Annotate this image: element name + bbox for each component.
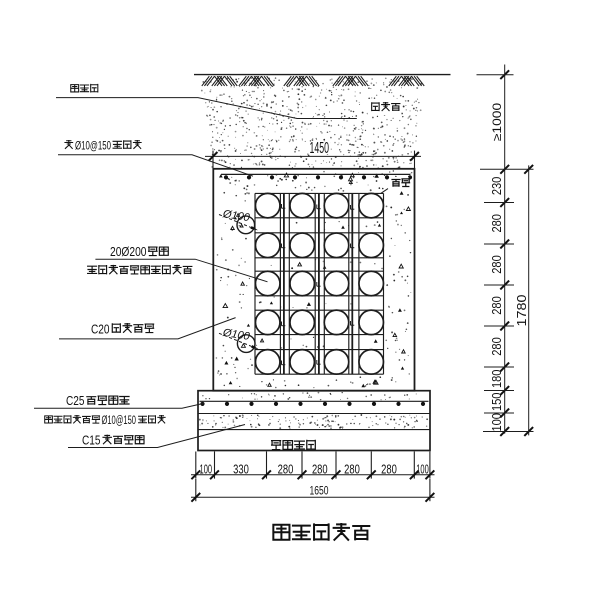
- svg-text:≥1000: ≥1000: [490, 102, 504, 141]
- svg-text:1780: 1780: [514, 295, 529, 327]
- svg-text:100: 100: [200, 461, 213, 476]
- svg-text:280: 280: [489, 337, 504, 356]
- svg-text:Ø100: Ø100: [221, 327, 251, 343]
- svg-text:180: 180: [489, 370, 504, 389]
- svg-text:280: 280: [344, 461, 360, 476]
- svg-text:C20: C20: [91, 321, 110, 336]
- svg-text:280: 280: [312, 461, 328, 476]
- svg-text:Ø100: Ø100: [221, 208, 251, 224]
- svg-text:280: 280: [278, 461, 294, 476]
- svg-text:20Ø200: 20Ø200: [110, 244, 147, 259]
- svg-text:100: 100: [416, 461, 429, 476]
- svg-text:330: 330: [233, 461, 249, 476]
- svg-text:280: 280: [489, 296, 504, 315]
- svg-text:C15: C15: [82, 433, 101, 448]
- svg-text:100: 100: [489, 413, 504, 432]
- svg-text:1650: 1650: [310, 484, 329, 498]
- svg-text:Ø10@150: Ø10@150: [102, 415, 137, 427]
- svg-text:280: 280: [489, 255, 504, 274]
- svg-text:230: 230: [489, 177, 504, 196]
- svg-text:280: 280: [489, 214, 504, 233]
- svg-text:Ø10@150: Ø10@150: [75, 138, 111, 152]
- svg-text:C25: C25: [66, 393, 85, 408]
- svg-text:150: 150: [489, 393, 504, 412]
- svg-text:280: 280: [381, 461, 397, 476]
- svg-text:1450: 1450: [309, 140, 329, 157]
